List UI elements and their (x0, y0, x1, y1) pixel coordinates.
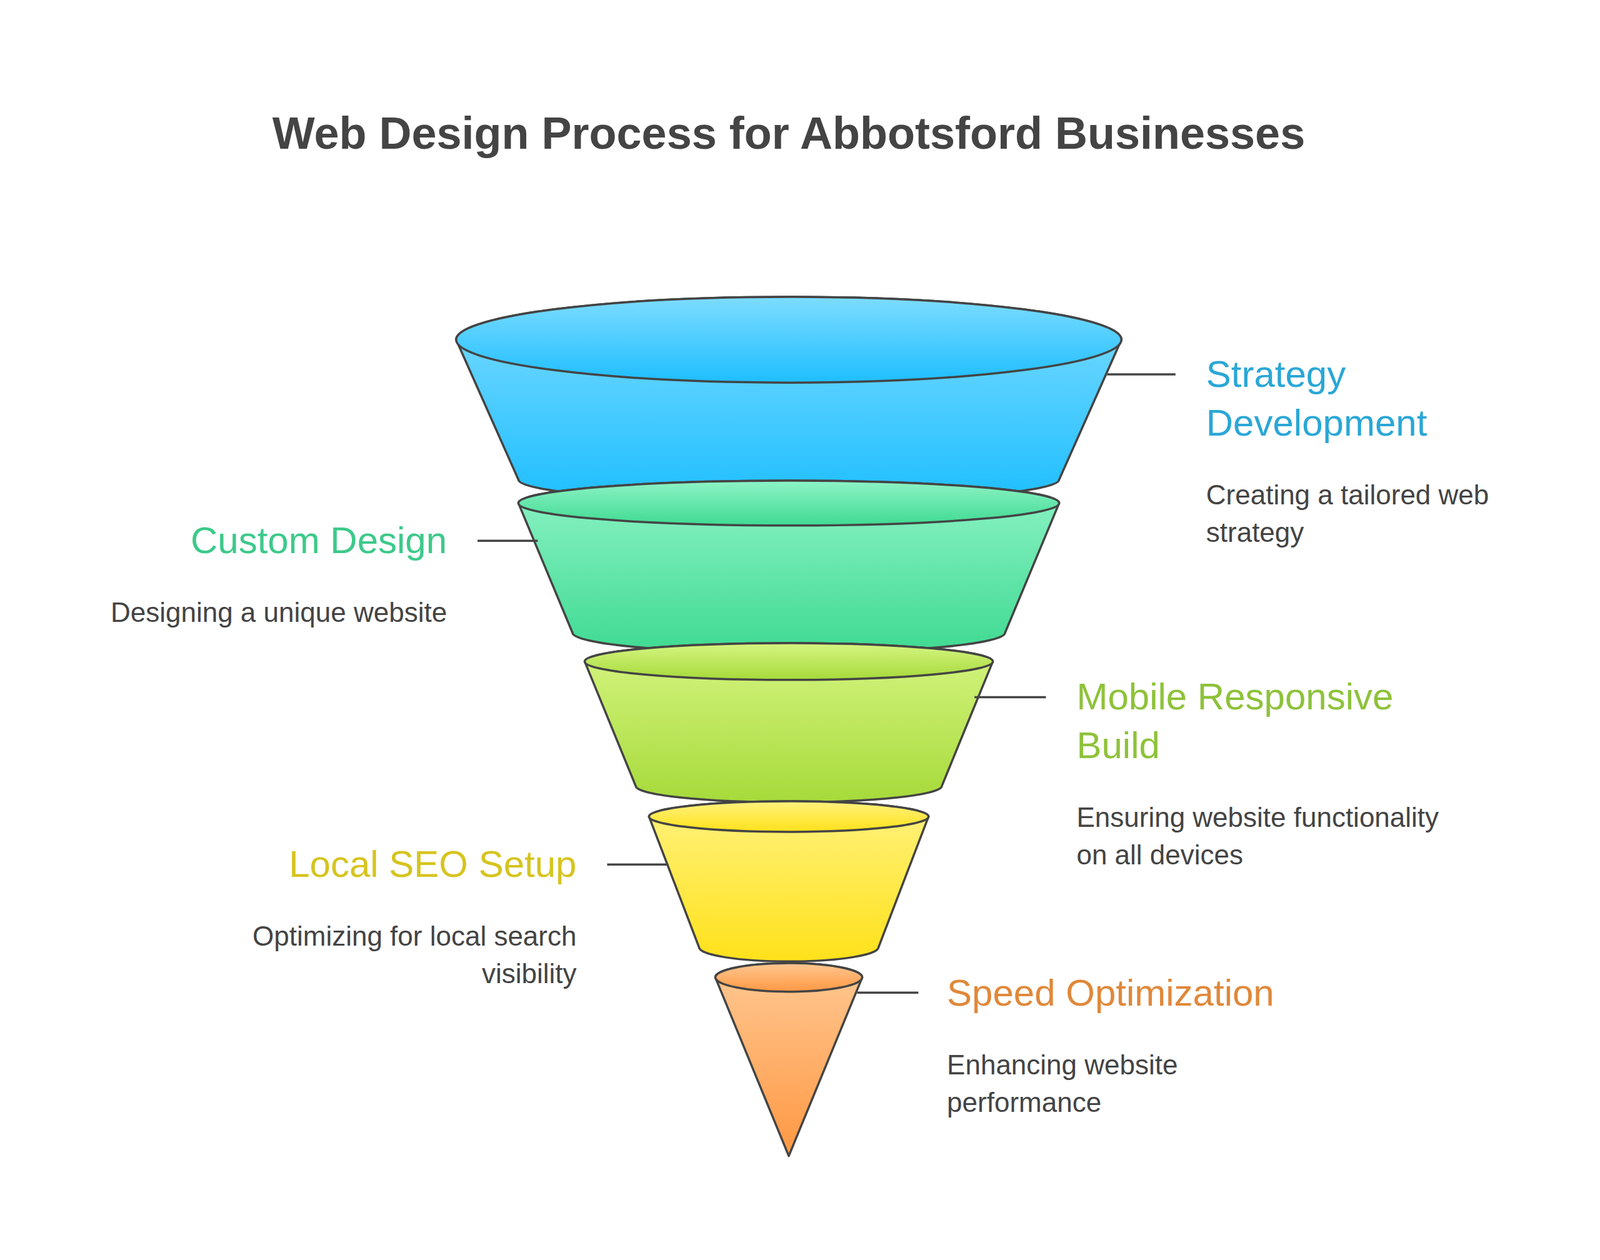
funnel-band: Mobile Responsive BuildEnsuring website … (0, 640, 1600, 805)
band-body (715, 963, 862, 1157)
step-heading: Custom Design (9, 516, 447, 565)
funnel-band: Strategy DevelopmentCreating a tailored … (0, 294, 1600, 505)
band-shape (0, 294, 1600, 505)
leader-line (1106, 373, 1175, 376)
band-rim (648, 801, 929, 832)
leader-line (974, 695, 1046, 699)
band-body (585, 643, 994, 803)
funnel-band: Speed OptimizationEnhancing website perf… (0, 960, 1600, 1159)
step-heading: Mobile Responsive Build (1076, 672, 1477, 770)
band-shape (0, 640, 1600, 805)
diagram-title: Web Design Process for Abbotsford Busine… (0, 107, 1578, 159)
band-rim (456, 296, 1122, 383)
leader-line (606, 863, 669, 866)
step-description: Creating a tailored web strategy (1206, 476, 1544, 552)
step-description: Optimizing for local search visibility (176, 917, 577, 993)
step-label: Speed OptimizationEnhancing website perf… (946, 968, 1422, 1122)
leader-line (856, 991, 919, 995)
step-label: Local SEO SetupOptimizing for local sear… (176, 840, 577, 993)
band-body (456, 296, 1122, 502)
step-heading: Strategy Development (1206, 350, 1544, 448)
step-label: Custom DesignDesigning a unique website (9, 516, 447, 632)
band-body (518, 480, 1059, 654)
band-rim (715, 963, 862, 992)
band-shape (0, 960, 1600, 1159)
step-description: Ensuring website functionality on all de… (1076, 798, 1477, 874)
band-rim (518, 480, 1059, 526)
step-label: Mobile Responsive BuildEnsuring website … (1076, 672, 1477, 874)
step-description: Designing a unique website (9, 593, 447, 632)
step-heading: Local SEO Setup (176, 840, 577, 889)
step-description: Enhancing website performance (946, 1046, 1222, 1122)
step-heading: Speed Optimization (946, 968, 1422, 1018)
band-body (648, 801, 929, 962)
band-rim (585, 643, 994, 680)
step-label: Strategy DevelopmentCreating a tailored … (1206, 350, 1544, 552)
leader-line (477, 540, 538, 543)
